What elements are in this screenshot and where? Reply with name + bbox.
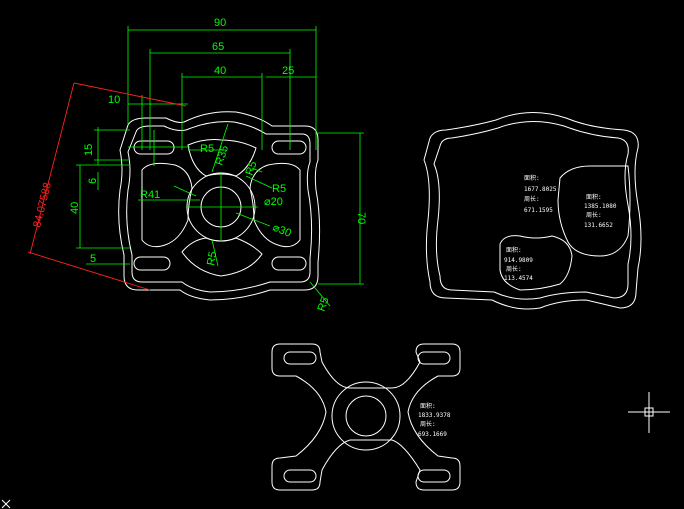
region-bottom-lobe (499, 235, 573, 291)
dim-r5-corner: R5 (316, 296, 332, 313)
dimensioned-part: 90 65 40 25 10 15 6 40 5 70 R5 R35 R41 R… (27, 17, 367, 313)
dim-r5-right: R5 (272, 183, 286, 195)
diag-ext-top (73, 82, 187, 107)
cross-outer (271, 343, 461, 491)
cross-slot-bottom-right (417, 469, 451, 483)
dim-phi30: ⌀30 (271, 222, 293, 240)
dim-10: 10 (108, 94, 120, 106)
area1-value: 1677.8025 (524, 186, 557, 193)
slot-top-right (271, 140, 307, 155)
cross-slot-top-left (283, 351, 317, 365)
dim-65: 65 (212, 41, 224, 53)
cross-center-boss (331, 381, 401, 451)
dim-diagonal: 84.07588 (31, 181, 54, 228)
area2-value: 1385.1080 (584, 203, 617, 210)
area2-label: 面积: (586, 193, 602, 201)
dim-5: 5 (90, 253, 96, 265)
dim-6: 6 (87, 178, 99, 184)
dim-40-vertical: 40 (69, 202, 81, 214)
diag-ext-bottom (27, 251, 151, 291)
cross-slot-bottom-left (283, 469, 317, 483)
dim-r35: R35 (213, 144, 231, 167)
cross-center-hole (345, 395, 387, 437)
area4-perimeter-label: 周长: (420, 420, 436, 428)
dim-r5-small: R5 (244, 160, 260, 177)
part-inner-profile (126, 121, 313, 293)
area3-value: 914.9809 (504, 257, 533, 264)
diag-dim-line (29, 82, 75, 255)
dim-70: 70 (355, 212, 367, 224)
slot-bottom-left (133, 256, 171, 271)
area3-perimeter: 113.4574 (504, 275, 533, 282)
outline-inner (433, 120, 632, 300)
dim-r41: R41 (140, 189, 160, 201)
dim-r5-top: R5 (200, 143, 214, 155)
dim-15: 15 (83, 144, 95, 156)
pocket-right (249, 162, 301, 248)
pocket-top (187, 139, 257, 177)
cross-part: 面积: 1833.9378 周长: 693.1669 (271, 343, 461, 491)
area4-label: 面积: (420, 402, 436, 410)
slot-bottom-right (271, 256, 307, 271)
part-outer-profile (118, 111, 321, 301)
region-right-lobe (557, 165, 631, 257)
area4-perimeter: 693.1669 (418, 431, 447, 438)
area3-label: 面积: (506, 246, 522, 254)
area4-value: 1833.9378 (418, 412, 451, 419)
ucs-axis-icon (1, 499, 11, 509)
dim-phi20: ⌀20 (264, 196, 283, 208)
dim-25: 25 (282, 65, 294, 77)
pocket-left (141, 162, 193, 248)
dim-90: 90 (214, 17, 226, 29)
area3-perimeter-label: 周长: (506, 265, 522, 273)
area2-perimeter: 131.6652 (584, 222, 613, 229)
area1-label: 面积: (524, 174, 540, 182)
dim-r5-bottom: R5 (205, 251, 219, 267)
area2-perimeter-label: 周长: (586, 211, 602, 219)
area-outline-part: 面积: 1677.8025 周长: 671.1595 面积: 1385.1080… (423, 111, 642, 310)
area1-perimeter-label: 周长: (524, 195, 540, 203)
outline-outer (423, 111, 642, 310)
area1-perimeter: 671.1595 (524, 207, 553, 214)
crosshair-cursor-icon (628, 392, 670, 433)
dim-40: 40 (214, 65, 226, 77)
cross-slot-top-right (417, 351, 451, 365)
pocket-bottom (181, 237, 263, 277)
